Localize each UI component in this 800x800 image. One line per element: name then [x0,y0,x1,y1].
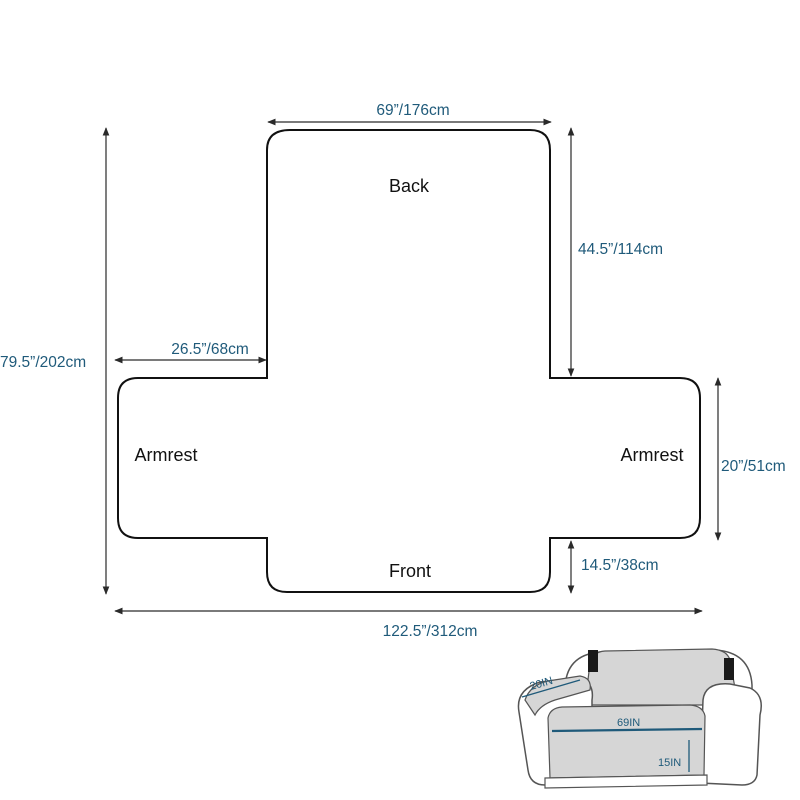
inset-seat-width-label: 69IN [617,717,640,729]
back-label: Back [389,176,430,196]
sofa-inset-illustration: 20IN 69IN 15IN [517,648,762,789]
total-width-label: 122.5”/312cm [383,623,478,640]
back-width-label: 69”/176cm [376,102,449,119]
armrest-right-label: Armrest [621,445,684,465]
back-height-label: 44.5”/114cm [578,241,663,258]
armrest-width-label: 26.5”/68cm [171,341,249,358]
inset-seat-arrow [551,727,703,733]
total-height-label: 79.5”/202cm [0,354,86,371]
armrest-height-label: 20”/51cm [721,458,786,475]
sofa-right-arm [699,683,762,786]
front-height-label: 14.5”/38cm [581,557,659,574]
front-label: Front [389,561,431,581]
cover-left-arm [524,675,591,717]
sofa-base [544,774,708,789]
inset-arm-arrow [521,679,581,698]
strap-right [724,658,734,680]
armrest-left-label: Armrest [135,445,198,465]
strap-left [588,650,598,672]
cover-outline [117,129,701,593]
cover-seat [547,704,706,779]
inset-front-label: 15IN [658,757,681,769]
